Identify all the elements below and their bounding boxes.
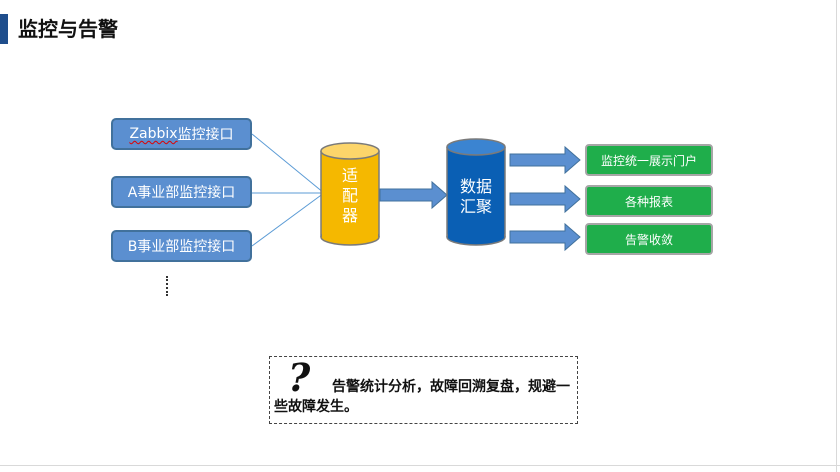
adapter-label-line3: 器 [341, 206, 358, 225]
aggregator-label: 数据 汇聚 [447, 177, 505, 217]
connector-line-b [251, 192, 325, 247]
right-edge-divider [836, 0, 837, 472]
adapter-cylinder [320, 142, 380, 246]
aggregator-label-line2: 汇聚 [459, 197, 492, 216]
arrow-adapter-to-aggregator [379, 180, 448, 210]
question-mark-icon: ? [288, 355, 311, 400]
arrow-to-output-reports [509, 184, 581, 214]
slide-title: 监控与告警 [18, 17, 118, 41]
adapter-label: 适 配 器 [321, 166, 379, 226]
source-box-division-b: B事业部监控接口 [111, 230, 252, 262]
source-box-zabbix-suffix: 监控接口 [177, 127, 234, 143]
source-box-division-a: A事业部监控接口 [111, 176, 252, 208]
aggregator-cylinder [446, 138, 506, 246]
aggregator-label-line1: 数据 [459, 177, 492, 196]
arrow-to-output-portal [509, 145, 581, 175]
note-text: 告警统计分析，故障回溯复盘，规避一些故障发生。 [274, 379, 570, 415]
arrow-to-output-convergence [509, 222, 581, 252]
connector-line-zabbix [251, 133, 325, 194]
adapter-label-line2: 配 [341, 186, 358, 205]
source-box-division-a-label: A事业部监控接口 [127, 185, 236, 201]
output-box-portal: 监控统一展示门户 [585, 144, 713, 176]
source-box-division-b-label: B事业部监控接口 [127, 239, 236, 255]
output-box-convergence: 告警收敛 [585, 223, 713, 255]
adapter-label-line1: 适 [341, 166, 358, 185]
note-box: ? 告警统计分析，故障回溯复盘，规避一些故障发生。 [269, 355, 578, 424]
output-box-reports: 各种报表 [585, 185, 713, 217]
source-box-zabbix-prefix: Zabbix [129, 126, 178, 142]
title-accent-bar [0, 14, 8, 44]
more-sources-ellipsis [166, 276, 172, 296]
bottom-edge-divider [0, 465, 840, 466]
